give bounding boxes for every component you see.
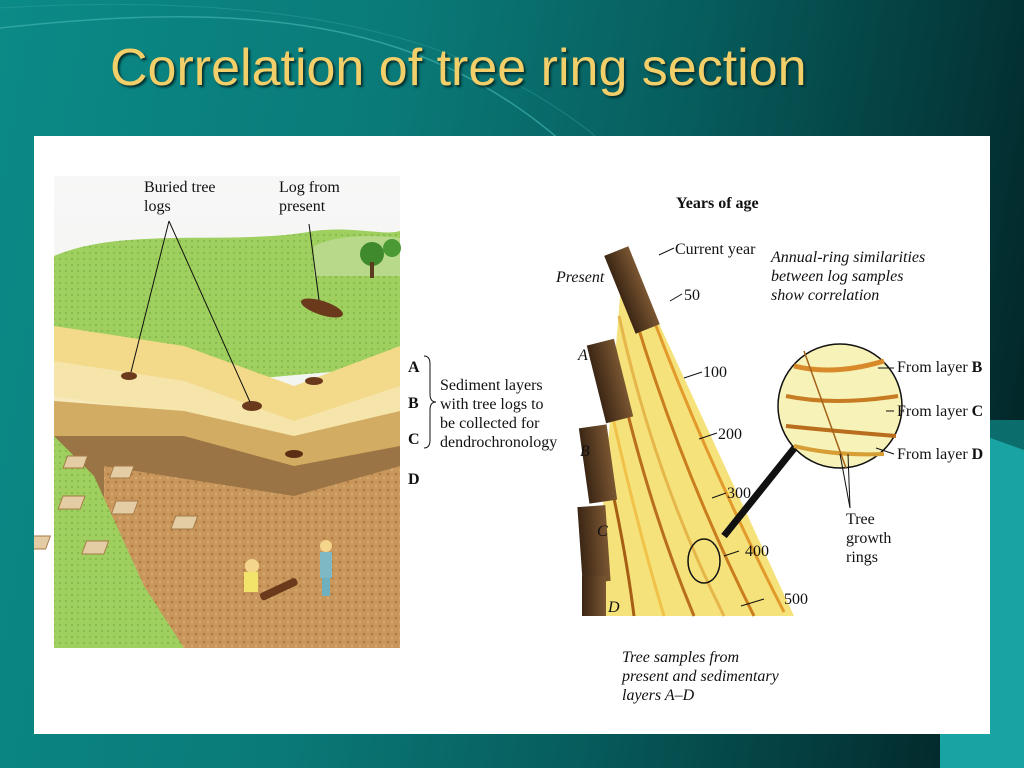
sample-label-a: A [578, 347, 588, 364]
figure-artwork [34, 176, 903, 648]
label-current-year: Current year [675, 241, 756, 258]
from-layer-letter: B [971, 359, 983, 376]
sample-label-b: B [580, 443, 590, 460]
from-layer-letter: D [971, 446, 984, 463]
label-years-of-age: Years of age [676, 195, 759, 212]
sample-label-c: C [597, 523, 608, 540]
label-present: Present [556, 269, 605, 286]
label-growth-rings: Tree growth rings [846, 511, 892, 566]
age-mark-400: 400 [745, 543, 769, 560]
layer-label-d: D [408, 471, 420, 488]
layer-label-c: C [408, 431, 420, 448]
figure-panel: Buried tree logs Log from present A B C … [34, 136, 990, 734]
age-mark-200: 200 [718, 426, 742, 443]
from-layer-c: From layer C [897, 402, 983, 421]
from-layer-b: From layer B [897, 358, 982, 377]
slide-title: Correlation of tree ring section [110, 39, 807, 97]
from-layer-prefix: From layer [897, 446, 968, 463]
age-mark-100: 100 [703, 364, 727, 381]
excavation-scene [34, 176, 437, 648]
label-caption: Tree samples from present and sedimentar… [622, 649, 779, 704]
label-buried-logs: Buried tree logs [144, 179, 216, 215]
background-swoosh [0, 3, 601, 140]
label-log-present: Log from present [279, 179, 340, 215]
from-layer-letter: C [971, 403, 984, 420]
layer-label-a: A [408, 359, 420, 376]
age-mark-300: 300 [727, 485, 751, 502]
sample-label-d: D [608, 599, 620, 616]
layer-label-b: B [408, 395, 419, 412]
label-similarity-note: Annual-ring similarities between log sam… [771, 249, 926, 304]
age-mark-50: 50 [684, 287, 700, 304]
from-layer-d: From layer D [897, 445, 983, 464]
from-layer-prefix: From layer [897, 403, 968, 420]
age-mark-500: 500 [784, 591, 808, 608]
from-layer-prefix: From layer [897, 359, 968, 376]
label-sediment-note: Sediment layers with tree logs to be col… [440, 377, 558, 451]
magnified-ring-circle [777, 343, 903, 509]
